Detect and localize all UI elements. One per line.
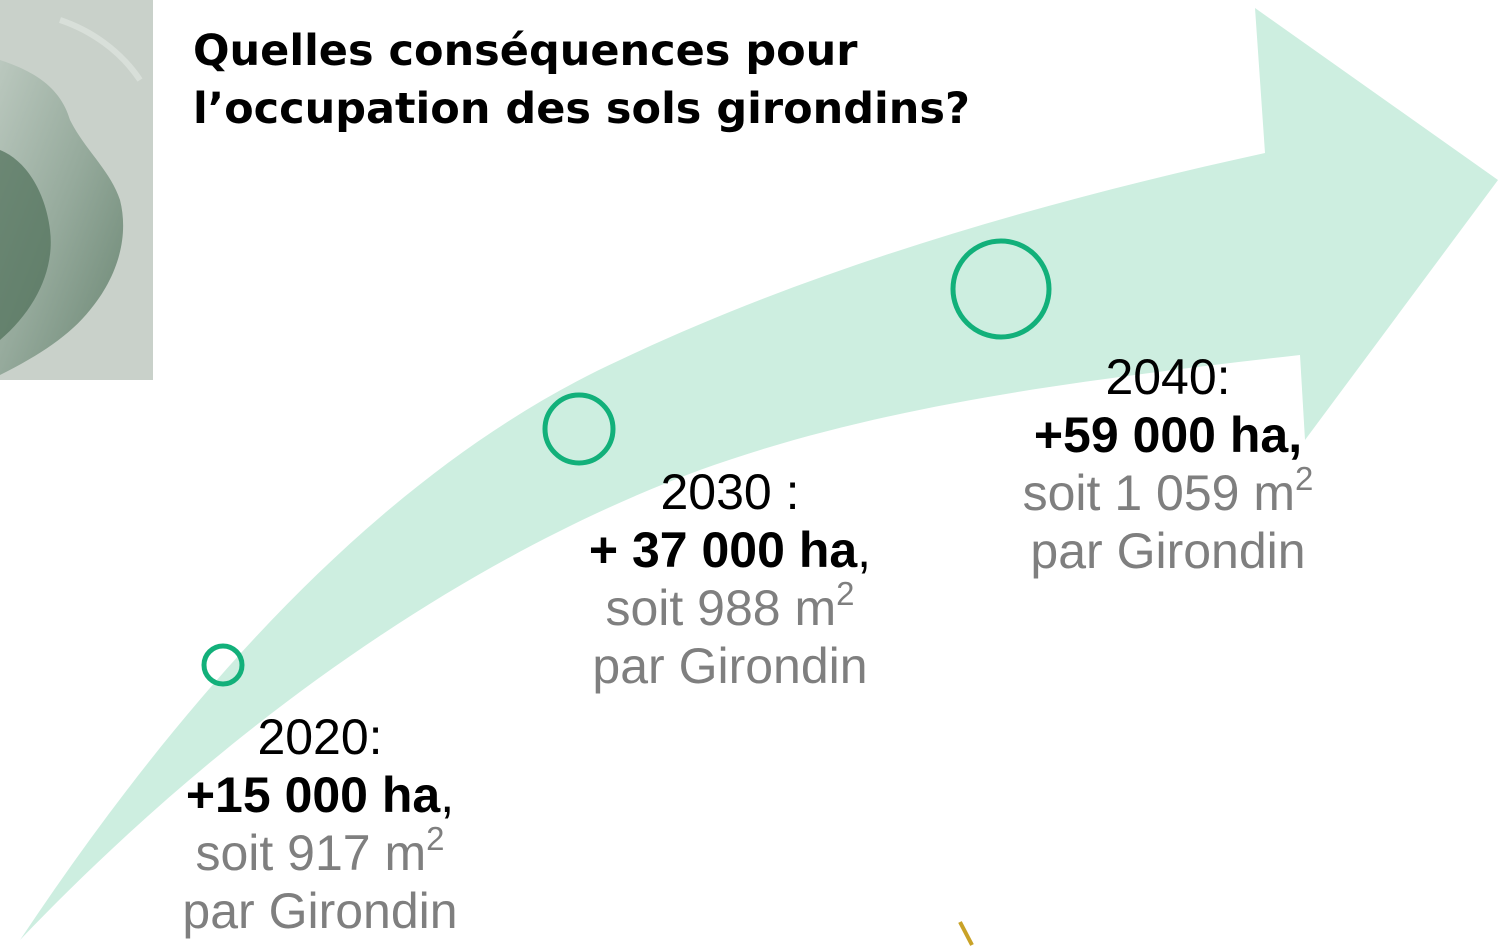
per-capita-exponent: 2: [836, 575, 855, 613]
milestone-gain: +15 000 ha,: [120, 766, 520, 824]
per-capita-label: par Girondin: [182, 883, 458, 939]
milestone-per-capita: soit 917 m2: [120, 822, 520, 882]
milestone-marker-2020: [201, 643, 245, 687]
milestone-2040: 2040: +59 000 ha, soit 1 059 m2 par Giro…: [968, 348, 1368, 580]
per-capita-value: soit 988 m: [605, 580, 837, 636]
milestone-per-capita: soit 1 059 m2: [968, 462, 1368, 522]
per-capita-exponent: 2: [426, 820, 445, 858]
title-line-2: l’occupation des sols girondins?: [193, 84, 970, 134]
milestone-per-capita: soit 988 m2: [530, 577, 930, 637]
milestone-2020: 2020: +15 000 ha, soit 917 m2 par Girond…: [120, 708, 520, 940]
slide-title: Quelles conséquences pour l’occupation d…: [193, 22, 1093, 138]
milestone-year: 2040:: [1105, 349, 1231, 405]
per-capita-exponent: 2: [1295, 460, 1314, 498]
per-capita-value: soit 1 059 m: [1022, 465, 1295, 521]
milestone-gain: +59 000 ha,: [968, 406, 1368, 464]
milestone-2030: 2030 : + 37 000 ha, soit 988 m2 par Giro…: [530, 463, 930, 695]
milestone-year: 2020:: [257, 709, 383, 765]
milestone-marker-2040: [950, 238, 1052, 340]
decorative-mark: [958, 921, 974, 946]
milestone-gain-suffix: ,: [857, 522, 872, 578]
milestone-gain-value: + 37 000 ha: [588, 522, 858, 578]
milestone-gain-value: +15 000 ha: [185, 767, 441, 823]
milestone-marker-2030: [542, 392, 616, 466]
milestone-gain: + 37 000 ha,: [530, 521, 930, 579]
milestone-gain-value: +59 000 ha,: [1033, 407, 1303, 463]
growth-arrow: [20, 8, 1498, 940]
per-capita-value: soit 917 m: [195, 825, 427, 881]
gironde-map-thumbnail: [0, 0, 153, 380]
per-capita-label: par Girondin: [1030, 523, 1306, 579]
title-line-1: Quelles conséquences pour: [193, 26, 858, 76]
per-capita-label: par Girondin: [592, 638, 868, 694]
milestone-gain-suffix: ,: [440, 767, 455, 823]
milestone-year: 2030 :: [660, 464, 800, 520]
